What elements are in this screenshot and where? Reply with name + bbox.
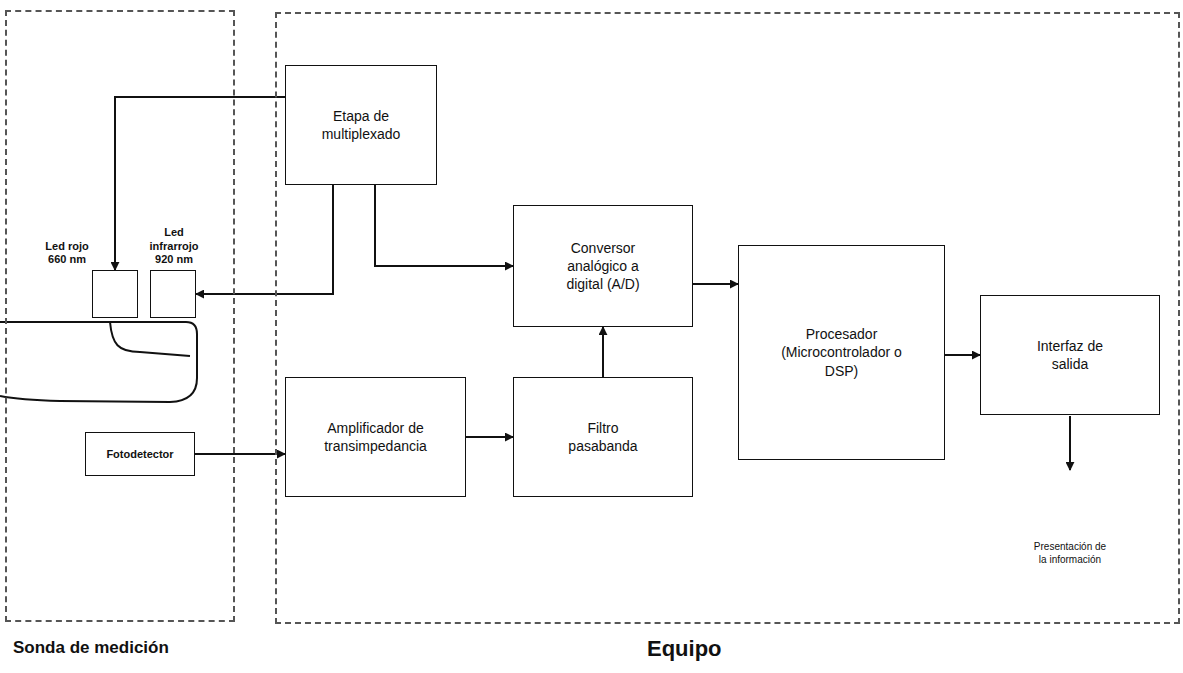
box-label: Conversor analógico a digital (A/D) <box>548 239 658 294</box>
signal-arrow <box>945 354 980 356</box>
signal-arrow <box>195 453 285 455</box>
box-label: Filtro pasabanda <box>558 419 648 455</box>
led-label: Led rojo 660 nm <box>37 240 97 268</box>
region-heading: Sonda de medición <box>13 638 169 658</box>
signal-arrow <box>115 97 285 270</box>
process-box: Filtro pasabanda <box>513 377 693 497</box>
output-arrow <box>1069 416 1071 470</box>
box-label: Fotodetector <box>106 447 173 461</box>
led-box: Led infrarrojo 920 nm <box>150 270 196 318</box>
box-label: Procesador (Microcontrolador o DSP) <box>763 325 920 380</box>
box-label: Interfaz de salida <box>1017 337 1123 373</box>
signal-arrow <box>375 185 513 266</box>
led-box: Led rojo 660 nm <box>92 270 138 318</box>
process-box: Etapa de multiplexado <box>285 65 437 185</box>
finger-nail <box>110 322 190 356</box>
process-box: Procesador (Microcontrolador o DSP) <box>738 245 945 460</box>
process-box: Interfaz de salida <box>980 295 1160 415</box>
process-box: Fotodetector <box>85 432 195 476</box>
signal-arrow <box>602 327 604 377</box>
finger-illustration <box>0 322 197 402</box>
signal-arrow <box>466 436 513 438</box>
box-label: Amplificador de transimpedancia <box>310 419 441 455</box>
region-heading: Equipo <box>647 636 722 662</box>
box-label: Etapa de multiplexado <box>304 107 418 143</box>
signal-arrow <box>196 185 333 294</box>
equipment-region: Etapa de multiplexadoConversor analógico… <box>275 12 1180 624</box>
led-label: Led infrarrojo 920 nm <box>144 226 204 267</box>
process-box: Amplificador de transimpedancia <box>285 377 466 497</box>
process-box: Conversor analógico a digital (A/D) <box>513 205 693 327</box>
output-label: Presentación de la información <box>1030 540 1110 566</box>
probe-region: Led rojo 660 nmLed infrarrojo 920 nmFoto… <box>5 10 235 622</box>
finger-outline <box>0 322 197 402</box>
signal-arrow <box>693 283 738 285</box>
